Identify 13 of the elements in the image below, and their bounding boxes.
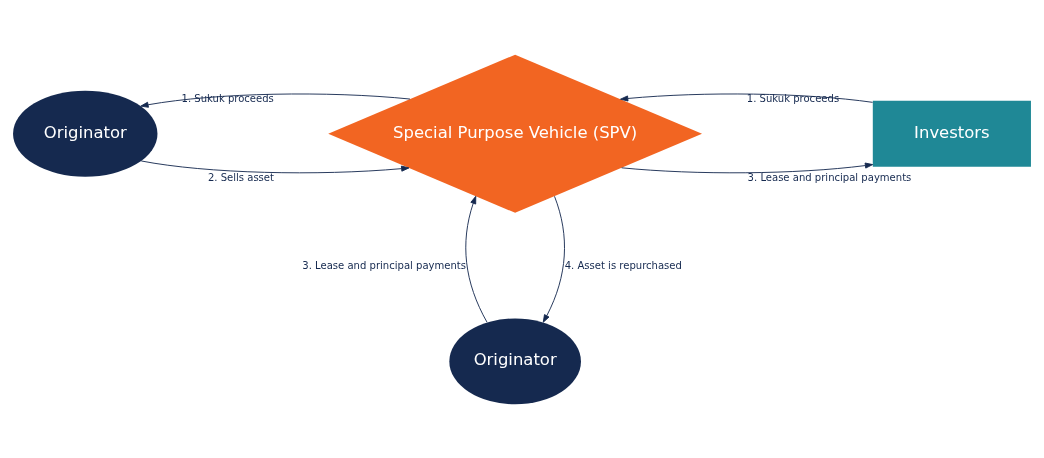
arrow bbox=[140, 93, 411, 108]
node-ellipse: Originator bbox=[449, 317, 581, 404]
arrow bbox=[140, 160, 410, 173]
arrow bbox=[465, 195, 488, 323]
node-box: Investors bbox=[872, 100, 1031, 167]
edge-label: 2. Sells asset bbox=[207, 171, 274, 183]
node-diamond: Special Purpose Vehicle (SPV) bbox=[328, 54, 703, 213]
arrow bbox=[542, 195, 565, 323]
edge-label: 4. Asset is repurchased bbox=[564, 259, 682, 271]
arrow bbox=[621, 162, 874, 173]
edge-label: 3. Lease and principal payments bbox=[302, 259, 467, 271]
edge-label: 3. Lease and principal payments bbox=[747, 171, 912, 183]
node-ellipse: Originator bbox=[13, 90, 158, 177]
